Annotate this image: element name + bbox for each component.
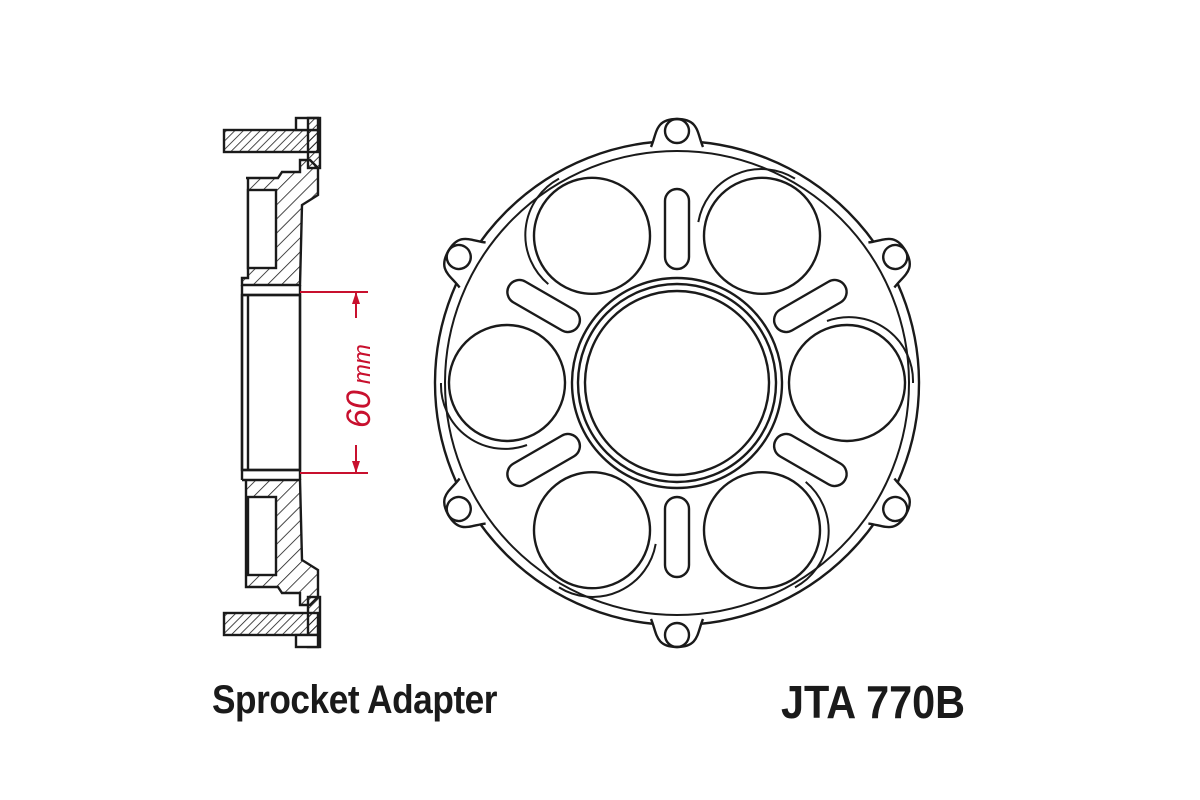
central-bore	[570, 276, 784, 490]
mounting-ear	[443, 477, 486, 529]
outer-contour	[433, 117, 921, 649]
mounting-ear	[443, 237, 486, 289]
mounting-ear	[868, 477, 911, 529]
mounting-ear	[649, 117, 705, 148]
part-name-label: Sprocket Adapter	[212, 678, 498, 722]
dimension-label: 60mm	[340, 344, 378, 428]
lightening-holes	[439, 168, 915, 598]
part-number-label: JTA 770B	[781, 676, 966, 728]
slots	[506, 187, 848, 579]
front-view	[433, 117, 921, 649]
mounting-ear	[649, 618, 705, 649]
dimension-60mm	[300, 291, 368, 474]
mounting-ear	[868, 237, 911, 289]
section-view	[222, 116, 322, 649]
